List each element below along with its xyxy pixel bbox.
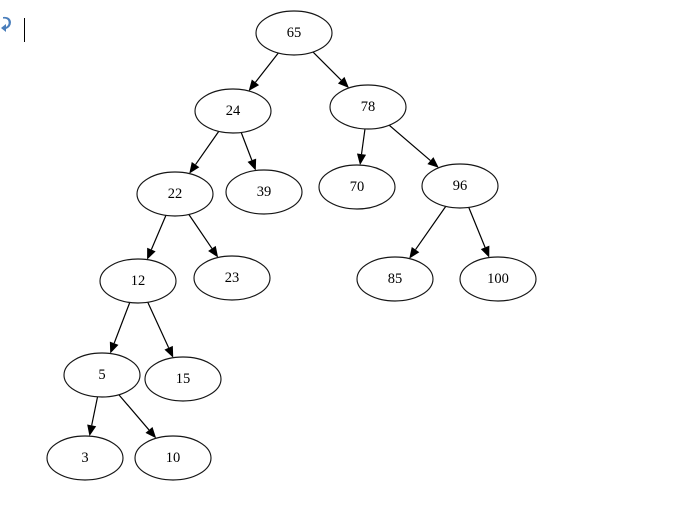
tree-node-12[interactable]: 12 [99,258,177,304]
tree-node-70[interactable]: 70 [318,164,396,210]
tree-node-78[interactable]: 78 [329,84,407,130]
tree-node-label-12: 12 [131,273,146,289]
tree-node-ellipse-70 [318,164,396,210]
tree-node-ellipse-24 [194,88,272,134]
tree-edge-78-to-70 [360,128,366,155]
tree-node-10[interactable]: 10 [134,435,212,481]
tree-edge-12-to-15 [147,302,170,348]
refresh-icon[interactable] [0,15,14,35]
tree-edge-24-to-39 [240,132,253,161]
tree-node-label-3: 3 [81,450,88,466]
tree-nodes-layer: 65 24 78 22 39 70 96 12 23 85 100 5 15 3 10 [46,10,537,481]
tree-edge-arrowhead-5 [109,341,119,354]
tree-edge-arrowhead-12 [147,247,156,260]
tree-node-label-22: 22 [168,186,183,202]
tree-edge-22-to-23 [188,214,213,249]
tree-node-ellipse-78 [329,84,407,130]
tree-edge-arrowhead-15 [164,345,174,358]
tree-node-ellipse-10 [134,435,212,481]
tree-node-label-85: 85 [388,271,403,287]
tree-edge-96-to-100 [468,207,486,248]
tree-node-100[interactable]: 100 [459,256,537,302]
tree-node-ellipse-3 [46,435,124,481]
tree-node-85[interactable]: 85 [356,256,434,302]
tree-edge-65-to-24 [254,52,279,83]
tree-node-label-15: 15 [176,371,191,387]
tree-node-ellipse-85 [356,256,434,302]
tree-edge-arrowhead-3 [87,424,97,437]
tree-node-ellipse-15 [144,356,222,402]
tree-edge-24-to-22 [195,131,220,165]
tree-node-ellipse-5 [63,352,141,398]
tree-edge-arrowhead-78 [337,76,349,88]
tree-edge-arrowhead-22 [189,161,200,174]
tree-node-ellipse-12 [99,258,177,304]
tree-edge-arrowhead-24 [248,79,260,91]
tree-node-23[interactable]: 23 [193,255,271,301]
tree-node-96[interactable]: 96 [421,163,499,209]
tree-edge-5-to-3 [91,396,99,426]
tree-node-ellipse-96 [421,163,499,209]
tree-edge-arrowhead-10 [145,426,157,439]
text-cursor-caret [24,18,25,42]
tree-node-65[interactable]: 65 [255,10,333,56]
tree-edge-arrowhead-100 [480,245,490,258]
tree-node-label-5: 5 [98,367,105,383]
tree-node-5[interactable]: 5 [63,352,141,398]
tree-node-3[interactable]: 3 [46,435,124,481]
tree-edge-96-to-85 [415,206,447,250]
tree-node-ellipse-39 [225,169,303,215]
tree-edge-arrowhead-70 [356,153,367,166]
tree-node-24[interactable]: 24 [194,88,272,134]
tree-edge-arrowhead-85 [409,246,420,259]
tree-node-label-10: 10 [166,450,181,466]
tree-node-39[interactable]: 39 [225,169,303,215]
tree-node-ellipse-100 [459,256,537,302]
tree-edge-arrowhead-39 [247,158,257,171]
tree-node-15[interactable]: 15 [144,356,222,402]
tree-edge-65-to-78 [312,51,342,81]
tree-edge-arrowhead-23 [208,245,219,258]
tree-edges-layer [87,51,490,439]
tree-node-22[interactable]: 22 [136,171,214,217]
tree-edge-arrowhead-96 [427,157,439,168]
tree-node-label-23: 23 [225,270,240,286]
tree-node-ellipse-65 [255,10,333,56]
tree-node-label-96: 96 [453,178,468,194]
tree-edge-78-to-96 [388,124,431,162]
tree-node-label-24: 24 [226,103,241,119]
tree-node-ellipse-23 [193,255,271,301]
tree-node-ellipse-22 [136,171,214,217]
tree-edge-12-to-5 [113,302,131,344]
tree-node-label-70: 70 [350,179,365,195]
tree-node-label-39: 39 [257,184,272,200]
tree-node-label-100: 100 [487,271,509,287]
tree-node-label-78: 78 [361,99,376,115]
tree-edge-5-to-10 [118,394,150,431]
tree-node-label-65: 65 [287,25,302,41]
tree-edge-22-to-12 [150,215,167,250]
